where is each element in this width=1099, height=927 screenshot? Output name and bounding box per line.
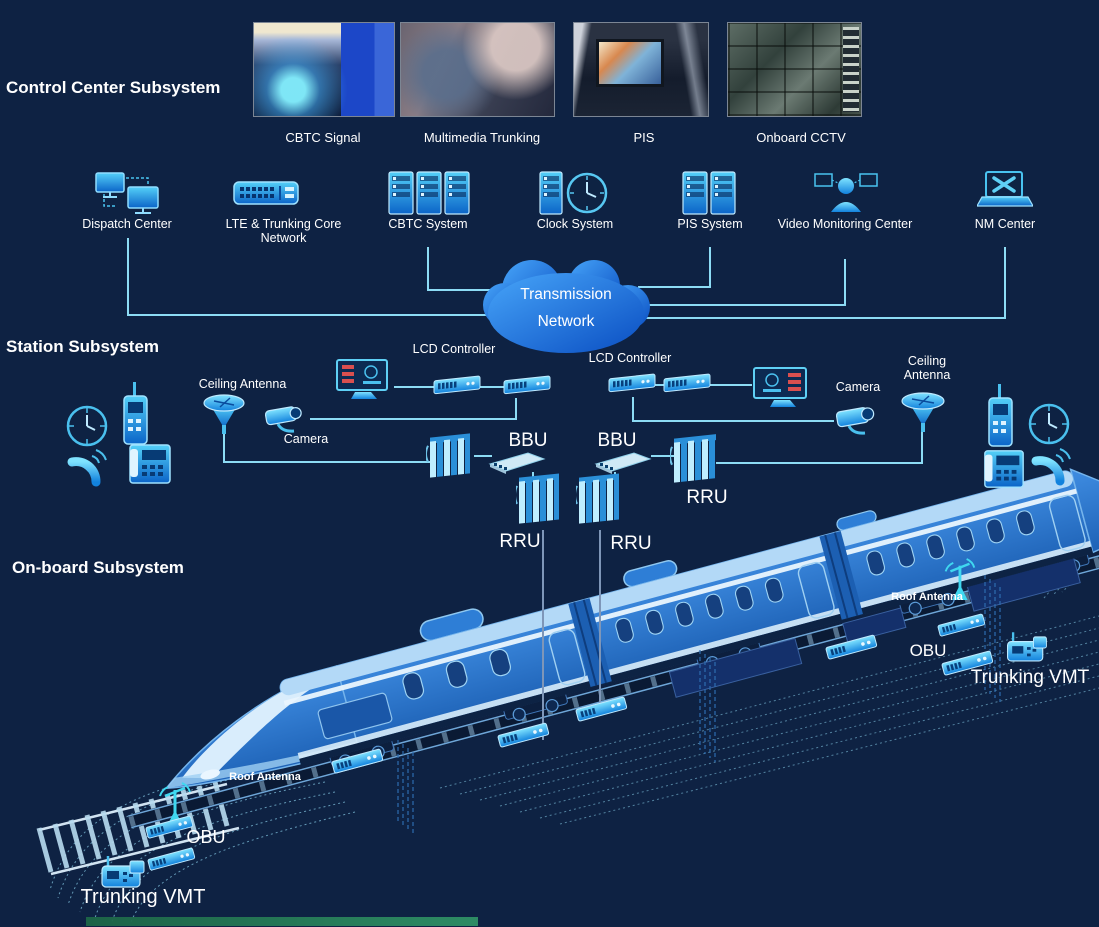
roof-antenna-icon bbox=[938, 556, 980, 609]
bbu-unit-icon bbox=[488, 448, 546, 481]
cloud-shape bbox=[483, 260, 650, 353]
label-roof-antenna-left: Roof Antenna bbox=[229, 771, 301, 783]
node-label-pis-system: PIS System bbox=[677, 217, 743, 231]
operator-monitors-icon bbox=[813, 170, 879, 221]
photo-pis bbox=[573, 22, 709, 117]
rru-unit-icon bbox=[574, 468, 622, 535]
phone-handset-icon bbox=[1026, 445, 1072, 494]
railway-track bbox=[36, 781, 240, 876]
section-title-onboard: On-board Subsystem bbox=[12, 558, 184, 577]
pis-screen bbox=[596, 39, 664, 87]
cctv-camera-icon bbox=[260, 400, 310, 441]
section-title-control-center: Control Center Subsystem bbox=[6, 78, 221, 97]
photo-label-multimedia-trunking: Multimedia Trunking bbox=[423, 130, 541, 145]
lcd-panel-icon bbox=[502, 375, 552, 404]
desk-phone-icon bbox=[126, 441, 174, 492]
vmt-handheld-icon bbox=[96, 852, 150, 899]
lcd-panel-icon bbox=[432, 375, 482, 404]
label-rru-lower-right: RRU bbox=[610, 533, 652, 554]
label-obu-left: OBU bbox=[186, 827, 226, 847]
label-trunking-vmt-left: Trunking VMT bbox=[80, 886, 206, 908]
lcd-controller-monitor-icon bbox=[750, 366, 810, 417]
photo-multimedia-trunking bbox=[400, 22, 555, 117]
label-rru-right: RRU bbox=[686, 487, 728, 508]
rru-unit-icon bbox=[669, 430, 720, 493]
label-roof-antenna-right: Roof Antenna bbox=[891, 591, 963, 603]
cable-drips bbox=[397, 575, 1001, 834]
server-rack-icon bbox=[682, 170, 738, 221]
obu-unit-icon bbox=[824, 632, 880, 668]
obu-unit-icon bbox=[330, 746, 386, 782]
node-label-dispatch-center: Dispatch Center bbox=[82, 217, 172, 231]
photo-label-pis: PIS bbox=[633, 130, 655, 145]
photo-onboard-cctv bbox=[727, 22, 862, 117]
label-camera-left: Camera bbox=[283, 432, 329, 446]
dispatch-monitors-icon bbox=[92, 170, 162, 221]
walkie-talkie-icon bbox=[116, 381, 154, 452]
bbu-unit-icon bbox=[594, 448, 652, 481]
label-obu-right: OBU bbox=[909, 641, 947, 660]
photo-label-cbtc-signal: CBTC Signal bbox=[285, 130, 361, 145]
train-illustration bbox=[127, 468, 1099, 829]
label-camera-right: Camera bbox=[835, 380, 881, 394]
photo-label-onboard-cctv: Onboard CCTV bbox=[756, 130, 846, 145]
cctv-toolbar bbox=[843, 27, 859, 112]
server-clock-icon bbox=[538, 170, 612, 221]
label-rru-lower-left: RRU bbox=[499, 531, 541, 552]
lcd-panel-icon bbox=[662, 373, 712, 402]
node-label-clock-system: Clock System bbox=[536, 217, 614, 231]
laptop-tools-icon bbox=[975, 170, 1035, 219]
cloud-label-line2: Network bbox=[537, 313, 595, 330]
obu-unit-icon bbox=[940, 648, 996, 684]
phone-handset-icon bbox=[62, 446, 108, 495]
cloud-label-line1: Transmission bbox=[520, 286, 612, 303]
label-lcd-controller-right: LCD Controller bbox=[588, 351, 672, 365]
lcd-controller-monitor-icon bbox=[335, 358, 393, 409]
lcd-panel-icon bbox=[607, 373, 657, 402]
rru-unit-icon bbox=[425, 430, 474, 489]
section-title-station: Station Subsystem bbox=[6, 337, 160, 356]
cctv-camera-icon bbox=[830, 400, 882, 443]
photo-cbtc-signal bbox=[253, 22, 395, 117]
clock-icon bbox=[1026, 401, 1072, 452]
desk-phone-icon bbox=[981, 446, 1027, 497]
obu-unit-icon bbox=[936, 610, 988, 645]
label-lcd-controller-left: LCD Controller bbox=[412, 342, 496, 356]
green-strip bbox=[86, 917, 478, 926]
label-bbu-right: BBU bbox=[597, 430, 637, 451]
node-label-video-monitoring-center: Video Monitoring Center bbox=[777, 217, 913, 231]
obu-unit-icon bbox=[574, 694, 630, 730]
obu-unit-icon bbox=[496, 720, 552, 756]
node-label-lte-trunking-core-network: LTE & Trunking Core Network bbox=[225, 217, 342, 245]
ceiling-antenna-icon bbox=[898, 390, 948, 439]
label-trunking-vmt-right: Trunking VMT bbox=[970, 667, 1090, 688]
obu-unit-icon bbox=[144, 812, 196, 847]
walkie-talkie-icon bbox=[981, 383, 1019, 454]
clock-icon bbox=[64, 403, 110, 454]
ceiling-antenna-icon bbox=[200, 392, 248, 441]
label-ceiling-antenna-right: Ceiling Antenna bbox=[903, 354, 951, 382]
node-label-cbtc-system: CBTC System bbox=[388, 217, 468, 231]
node-label-nm-center: NM Center bbox=[974, 217, 1036, 231]
core-switch-icon bbox=[232, 178, 300, 213]
rru-unit-icon bbox=[514, 468, 562, 535]
obu-unit-icon bbox=[146, 844, 198, 879]
server-rack-icon bbox=[388, 170, 470, 221]
drop-lines bbox=[542, 530, 601, 740]
label-bbu-left: BBU bbox=[508, 430, 548, 451]
vmt-handheld-icon bbox=[1002, 628, 1052, 673]
label-ceiling-antenna-left: Ceiling Antenna bbox=[198, 377, 287, 391]
